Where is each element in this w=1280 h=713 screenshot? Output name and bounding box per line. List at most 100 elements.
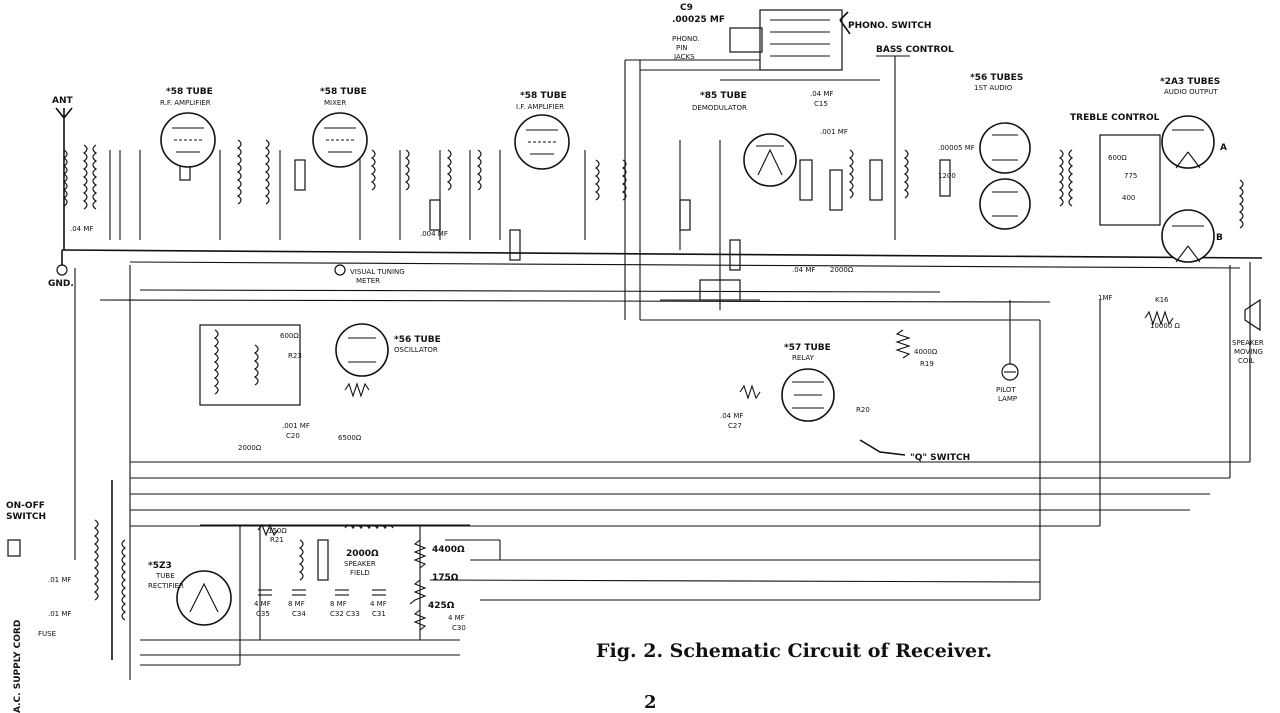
phono-section: C9 .00025 MF PHONO. PIN JACKS PHONO. SWI… (624, 3, 954, 320)
c34-name: C34 (292, 610, 306, 618)
if-amplifier-tube: *58 TUBE I.F. AMPLIFIER (514, 91, 570, 170)
first-audio-function: 1ST AUDIO (974, 84, 1013, 92)
oscillator-function: OSCILLATOR (394, 346, 438, 354)
pilot-lamp-label-2: LAMP (998, 395, 1017, 403)
meter-label-2: METER (356, 277, 380, 285)
rectifier-label: *5Z3 (148, 561, 172, 571)
rectifier-tube: TUBE (155, 572, 175, 580)
page-number: 2 (644, 692, 657, 713)
on-off-label-1: ON-OFF (6, 501, 45, 511)
c27-name: C27 (728, 422, 742, 430)
mixer-tube-function: MIXER (324, 99, 346, 107)
r775-value: 775 (1124, 172, 1137, 180)
if-tube-function: I.F. AMPLIFIER (516, 103, 564, 111)
c30-value: 4 MF (448, 614, 465, 622)
c1-value: .04 MF (70, 225, 93, 233)
figure-caption: Fig. 2. Schematic Circuit of Receiver. (596, 640, 992, 662)
ac-supply-cord-label: A.C. SUPPLY CORD (13, 620, 23, 713)
r21-name: R21 (270, 536, 284, 544)
speaker-label-1: SPEAKER (1232, 339, 1264, 347)
c35-name: C35 (256, 610, 270, 618)
power-supply: ON-OFF SWITCH .01 MF .01 MF FUSE A.C. SU… (6, 480, 470, 713)
treble-control: TREBLE CONTROL 600Ω 775 400 (1070, 113, 1161, 226)
c00005-value: .00005 MF (938, 144, 975, 152)
rf-tube-function: R.F. AMPLIFIER (160, 99, 211, 107)
oscillator-label: *56 TUBE (394, 335, 441, 345)
r425-value: 425Ω (428, 601, 455, 611)
r1200-value: 1200 (938, 172, 956, 180)
r14-value: 2000Ω (238, 444, 262, 452)
r23-name: R23 (288, 352, 302, 360)
phono-jacks-1: PHONO. (672, 35, 700, 43)
ant-label: ANT (52, 96, 73, 106)
c9-name: C9 (680, 3, 693, 13)
on-off-label-2: SWITCH (6, 512, 46, 522)
pilot-lamp-label-1: PILOT (996, 386, 1016, 394)
output-tube-label: *2A3 TUBES (1160, 77, 1220, 87)
output-a-label: A (1220, 143, 1227, 153)
demod-tube-label: *85 TUBE (700, 91, 747, 101)
treble-control-label: TREBLE CONTROL (1070, 113, 1160, 123)
r4400-value: 4400Ω (432, 545, 465, 555)
rf-tube-label: *58 TUBE (166, 87, 213, 97)
c20-name: C20 (286, 432, 300, 440)
phono-jacks-3: JACKS (673, 53, 695, 61)
c01b-value: .01 MF (48, 610, 71, 618)
meter-label-1: VISUAL TUNING (350, 268, 405, 276)
phono-jacks-2: PIN (676, 44, 688, 52)
oscillator-section: *56 TUBE OSCILLATOR 600Ω R23 .001 MF C20… (199, 323, 441, 452)
gnd-label: GND. (48, 279, 74, 289)
first-audio-tubes: *56 TUBES 1ST AUDIO .00005 MF 1200 (938, 73, 1074, 230)
r2000k-value: 2000Ω (830, 266, 854, 274)
k16-name: K16 (1155, 296, 1169, 304)
fuse-label: FUSE (38, 630, 56, 638)
pilot-lamp-section: 4000Ω R19 PILOT LAMP (895, 300, 1019, 403)
c14-value: .001 MF (820, 128, 848, 136)
visual-tuning-meter: VISUAL TUNING METER (334, 264, 405, 285)
main-bus-wires (61, 249, 1263, 680)
output-tubes: *2A3 TUBES AUDIO OUTPUT A B (1160, 77, 1244, 263)
c35-value: 4 MF (254, 600, 271, 608)
speaker-field-1: 2000Ω (346, 549, 379, 559)
c15-name: C15 (814, 100, 828, 108)
output-b-label: B (1216, 233, 1223, 243)
output-tube-function: AUDIO OUTPUT (1164, 88, 1218, 96)
mixer-tube-label: *58 TUBE (320, 87, 367, 97)
c34-value: 8 MF (288, 600, 305, 608)
r4000-name: R19 (920, 360, 934, 368)
relay-function: RELAY (792, 354, 815, 362)
r175-value: 175Ω (432, 573, 459, 583)
speaker-label-3: COIL (1238, 357, 1254, 365)
c01a-value: .01 MF (48, 576, 71, 584)
mixer-tube: *58 TUBE MIXER (312, 87, 368, 168)
c31-name: C31 (372, 610, 386, 618)
first-audio-label: *56 TUBES (970, 73, 1023, 83)
speaker-field-3: FIELD (350, 569, 370, 577)
if-tube-label: *58 TUBE (520, 91, 567, 101)
phono-switch-label: PHONO. SWITCH (848, 21, 931, 31)
speaker-label-2: MOVING (1234, 348, 1263, 356)
r10000-value: 10000 Ω (1150, 322, 1180, 330)
c13-value: .04 MF (792, 266, 815, 274)
r600-value: 600Ω (1108, 154, 1127, 162)
speaker-field-2: SPEAKER (344, 560, 376, 568)
c33-value: 8 MF (330, 600, 347, 608)
c16-value: 1MF (1098, 294, 1113, 302)
rectifier-function: RECTIFIER (148, 582, 184, 590)
c9-value: .00025 MF (672, 15, 725, 25)
q-switch-label: "Q" SWITCH (910, 453, 970, 463)
c27-value: .04 MF (720, 412, 743, 420)
c15-value: .04 MF (810, 90, 833, 98)
c31-value: 4 MF (370, 600, 387, 608)
c30-name: C30 (452, 624, 466, 632)
antenna-section: ANT GND. .04 MF (48, 96, 93, 289)
c33-name: C32 C33 (330, 610, 360, 618)
speaker-moving-coil: SPEAKER MOVING COIL 1MF K16 10000 Ω (1098, 294, 1264, 365)
relay-label: *57 TUBE (784, 343, 831, 353)
r6500-value: 6500Ω (338, 434, 362, 442)
rf-amplifier-tube: *58 TUBE R.F. AMPLIFIER (160, 87, 216, 168)
r400-value: 400 (1122, 194, 1135, 202)
relay-section: *57 TUBE RELAY .04 MF C27 R20 "Q" SWITCH (720, 343, 970, 463)
rf-if-coils: .004 MF (82, 139, 627, 261)
